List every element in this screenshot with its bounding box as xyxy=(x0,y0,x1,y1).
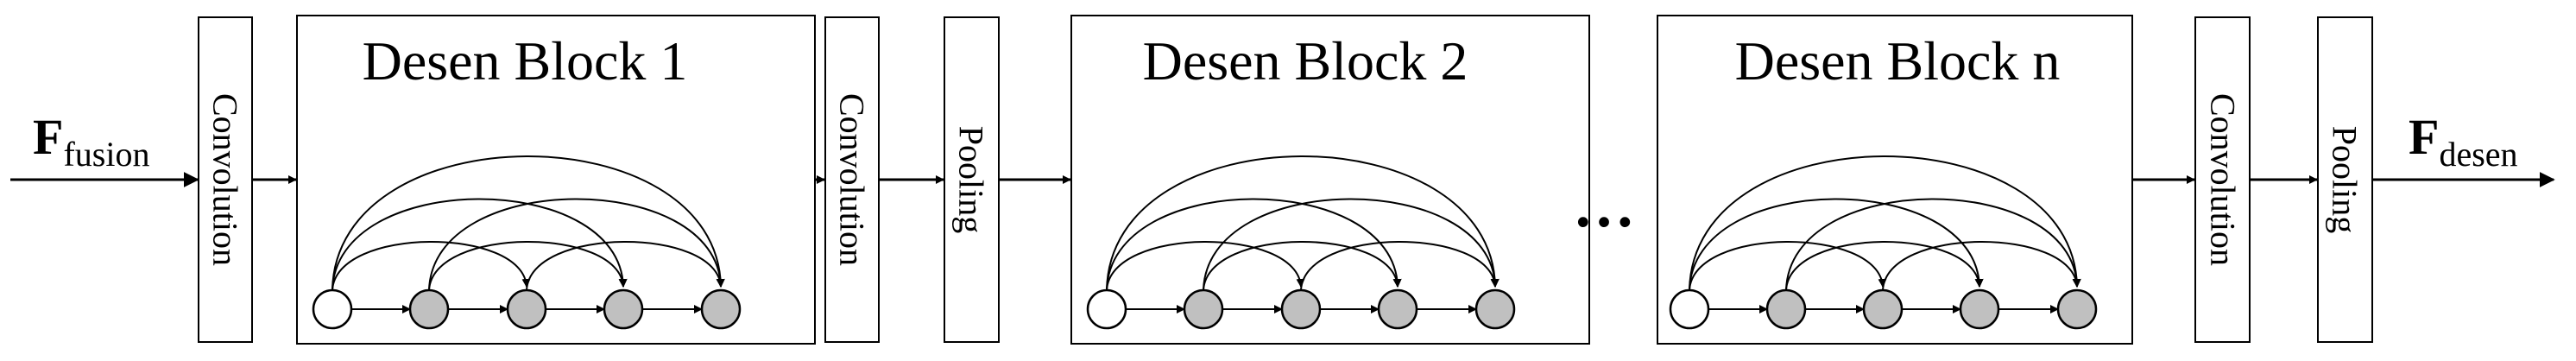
dense-block-1-title: Desen Block 1 xyxy=(363,30,688,92)
dense-block-n-title: Desen Block n xyxy=(1735,30,2061,92)
convolution-layer-3-label: Convolution xyxy=(2204,93,2243,266)
block-2-feature-node-3 xyxy=(1377,288,1418,330)
output-feature-label: Fdesen xyxy=(2409,109,2518,174)
pooling-layer-1-label: Pooling xyxy=(952,126,991,233)
block-3-skip-arrow-1-4 xyxy=(1689,198,1984,291)
block-2-feature-node-4 xyxy=(1474,288,1516,330)
dense-block-n: Desen Block n xyxy=(1657,15,2133,345)
block-2-skip-arrow-1-3 xyxy=(1106,241,1305,291)
block-3-input-node xyxy=(1669,288,1710,330)
block-1-skip-arrow-1-4 xyxy=(331,198,628,291)
block-1-skip-arrow-2-4 xyxy=(428,241,628,291)
block-3-skip-arrow-3-5 xyxy=(1882,241,2081,291)
convolution-layer-1: Convolution xyxy=(198,16,253,343)
block-1-feature-node-3 xyxy=(603,288,644,330)
convolution-layer-3: Convolution xyxy=(2194,16,2251,343)
block-3-feature-node-1 xyxy=(1765,288,1807,330)
convolution-layer-2: Convolution xyxy=(824,16,880,343)
block-3-skip-arrow-1-5 xyxy=(1689,155,2081,291)
block-3-skip-arrow-2-4 xyxy=(1785,241,1984,291)
block-3-feature-node-3 xyxy=(1959,288,2000,330)
block-1-input-node xyxy=(312,288,353,330)
dense-block-2-title: Desen Block 2 xyxy=(1143,30,1468,92)
block-2-skip-arrow-2-4 xyxy=(1203,241,1402,291)
block-3-skip-arrow-2-5 xyxy=(1785,198,2081,291)
block-1-feature-node-4 xyxy=(700,288,742,330)
block-2-skip-arrow-1-5 xyxy=(1106,155,1500,291)
output-feature-subscript: desen xyxy=(2439,135,2517,174)
block-1-feature-node-1 xyxy=(408,288,450,330)
block-2-skip-arrow-1-4 xyxy=(1106,198,1402,291)
block-3-feature-node-4 xyxy=(2056,288,2098,330)
block-2-feature-node-1 xyxy=(1183,288,1224,330)
convolution-layer-2-label: Convolution xyxy=(833,93,872,266)
block-1-skip-arrow-2-5 xyxy=(428,198,725,291)
input-feature-label: Ffusion xyxy=(33,109,149,174)
input-feature-subscript: fusion xyxy=(63,135,149,174)
block-1-skip-arrow-3-5 xyxy=(526,241,725,291)
input-feature-symbol: F xyxy=(33,109,63,165)
block-3-feature-node-2 xyxy=(1862,288,1904,330)
block-3-skip-arrow-1-3 xyxy=(1689,241,1887,291)
pooling-layer-2-label: Pooling xyxy=(2326,126,2364,233)
output-feature-symbol: F xyxy=(2409,109,2439,165)
block-1-feature-node-2 xyxy=(506,288,547,330)
block-2-input-node xyxy=(1086,288,1127,330)
block-2-skip-arrow-2-5 xyxy=(1203,198,1500,291)
dense-block-1: Desen Block 1 xyxy=(296,15,816,345)
convolution-layer-1-label: Convolution xyxy=(206,93,245,266)
block-2-skip-arrow-3-5 xyxy=(1300,241,1500,291)
ellipsis: … xyxy=(1573,171,1635,240)
dense-block-2: Desen Block 2 xyxy=(1070,15,1590,345)
pooling-layer-2: Pooling xyxy=(2317,16,2373,343)
block-2-feature-node-2 xyxy=(1280,288,1322,330)
pooling-layer-1: Pooling xyxy=(944,16,1000,343)
block-1-skip-arrow-1-3 xyxy=(331,241,531,291)
block-1-skip-arrow-1-5 xyxy=(331,155,725,291)
